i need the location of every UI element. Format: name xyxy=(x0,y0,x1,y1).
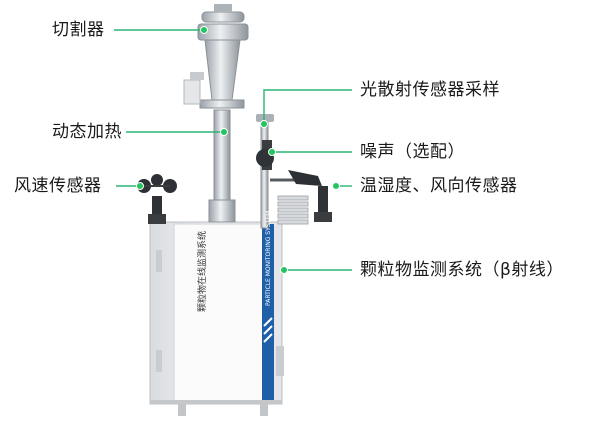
label-noise: 噪声（选配） xyxy=(360,142,465,162)
leader-dots xyxy=(136,26,340,274)
label-light-scatter: 光散射传感器采样 xyxy=(360,80,500,100)
label-wind-speed: 风速传感器 xyxy=(14,176,102,196)
anemometer xyxy=(137,174,177,224)
shield-louver xyxy=(277,195,309,225)
sampling-inlet xyxy=(183,4,249,223)
label-particle-system: 颗粒物监测系统（β射线） xyxy=(360,260,564,280)
wind-vane xyxy=(288,170,322,186)
device-side-label: PARTICLE MONITORING SYSTEM xyxy=(265,211,272,306)
blue-stripe xyxy=(262,224,274,402)
cutter-head xyxy=(197,23,249,41)
monitoring-cabinet xyxy=(149,221,284,416)
device-front-label: 颗粒物在线监测系统 xyxy=(196,231,208,312)
label-cutter: 切割器 xyxy=(52,20,105,40)
leader-lines xyxy=(114,29,352,271)
label-dynamic-heating: 动态加热 xyxy=(52,122,122,142)
sensor-pole xyxy=(256,114,332,229)
label-temp-humidity: 温湿度、风向传感器 xyxy=(360,176,518,196)
